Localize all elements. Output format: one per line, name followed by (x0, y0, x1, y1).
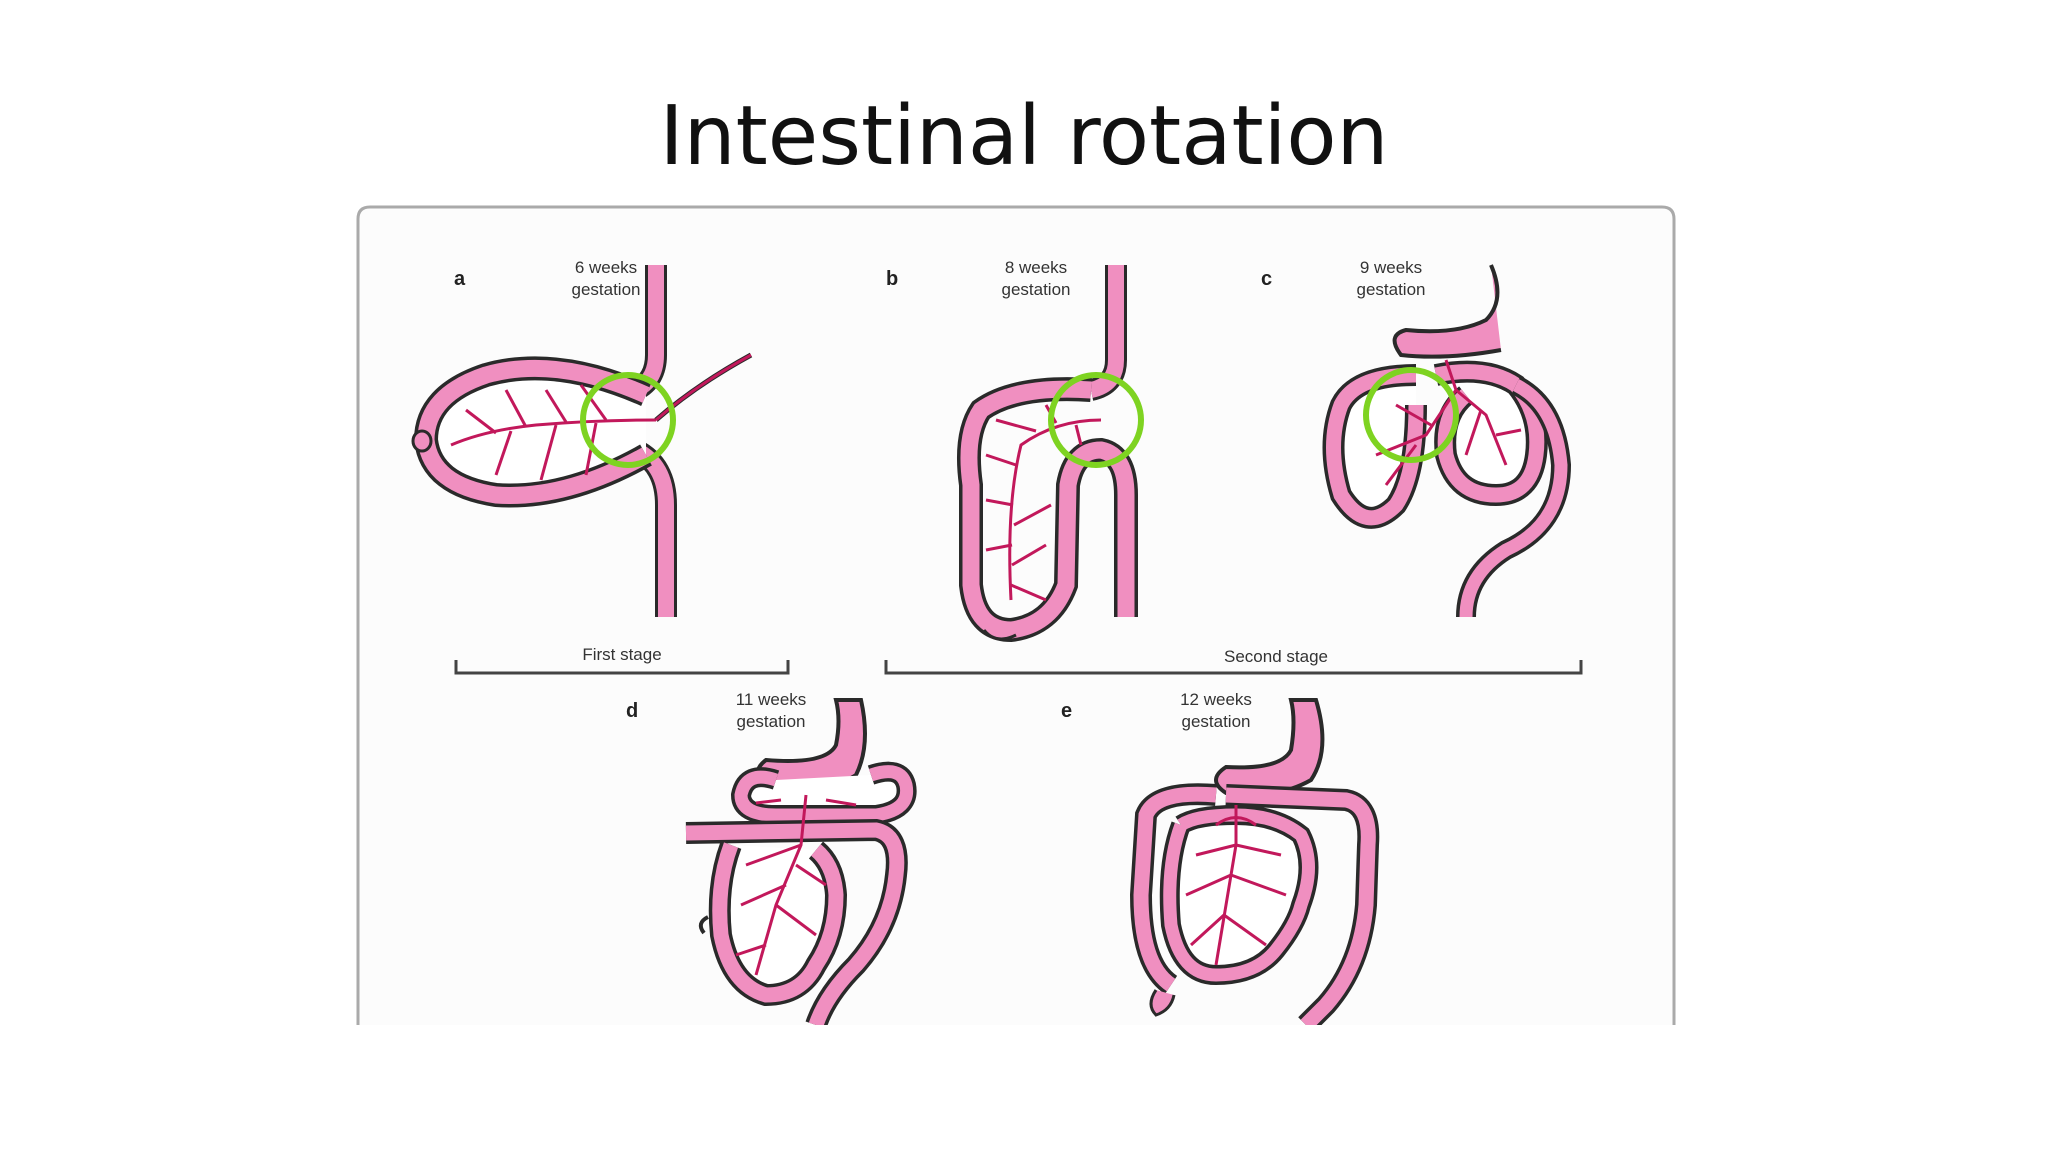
first-stage-label: First stage (582, 645, 661, 664)
panel-c-stomach (1392, 264, 1502, 359)
panel-c-highlight-circle (1363, 367, 1459, 463)
panel-e-caption-line2: gestation (1182, 712, 1251, 731)
panel-c: c 9 weeks gestation (1261, 258, 1572, 618)
panel-c-right-loop (1434, 364, 1545, 503)
panel-a-caption-line2: gestation (572, 280, 641, 299)
panel-a-yolk-stalk (411, 429, 433, 453)
panel-c-descending-gut (1459, 379, 1568, 618)
panel-a-letter: a (454, 268, 466, 290)
panel-a-vessels (450, 352, 753, 481)
panel-b: b 8 weeks gestation (886, 258, 1144, 643)
panel-b-cecum-bud (982, 629, 1017, 641)
panel-a-caption-line1: 6 weeks (575, 258, 637, 277)
panel-e-letter: e (1061, 700, 1072, 722)
panel-e-descending-colon (1225, 787, 1376, 1025)
first-stage-bracket (454, 660, 790, 675)
second-stage-bracket (884, 660, 1583, 675)
panel-d-colon (685, 822, 905, 1025)
stage-brackets: First stage Second stage (454, 645, 1583, 675)
panel-e-small-bowel (1163, 808, 1315, 982)
panel-c-letter: c (1261, 268, 1272, 290)
panel-c-left-loop (1326, 367, 1424, 526)
figure-canvas: a 6 weeks gestation (356, 205, 1676, 1025)
panel-c-caption-line1: 9 weeks (1360, 258, 1422, 277)
panel-e-small-bowel-outline (1159, 804, 1319, 986)
panel-d-duodenum (734, 765, 914, 822)
panel-d-cecum (698, 915, 709, 935)
panel-d-small-bowel (712, 842, 844, 1003)
slide-title: Intestinal rotation (659, 89, 1389, 184)
panel-b-letter: b (886, 268, 898, 290)
panel-d: d 11 weeks gestation (626, 690, 917, 1025)
panel-e-stomach (1214, 698, 1325, 797)
panel-c-vessels (1375, 359, 1522, 486)
intestinal-rotation-figure: a 6 weeks gestation (356, 205, 1676, 1025)
second-stage-label: Second stage (1224, 647, 1328, 666)
panel-d-letter: d (626, 700, 638, 722)
panel-b-vessels (985, 404, 1102, 602)
panel-e-caption-line1: 12 weeks (1180, 690, 1252, 709)
panel-e-appendix (1149, 989, 1176, 1017)
panel-b-caption-line2: gestation (1002, 280, 1071, 299)
panel-a-highlight-circle (580, 372, 676, 468)
panel-c-caption-line2: gestation (1357, 280, 1426, 299)
panel-b-highlight-circle (1048, 372, 1144, 468)
panel-d-caption-line1: 11 weeks (736, 690, 807, 709)
panel-e: e 12 weeks gestation (1061, 690, 1380, 1025)
panel-d-caption-line2: gestation (737, 712, 806, 731)
panel-b-caption-line1: 8 weeks (1005, 258, 1067, 277)
panel-e-vessels (1185, 805, 1287, 966)
panel-a: a 6 weeks gestation (411, 258, 753, 617)
panel-d-vessels (735, 794, 857, 976)
panel-b-loop (960, 380, 1135, 639)
panel-e-ascending-colon (1133, 786, 1217, 992)
